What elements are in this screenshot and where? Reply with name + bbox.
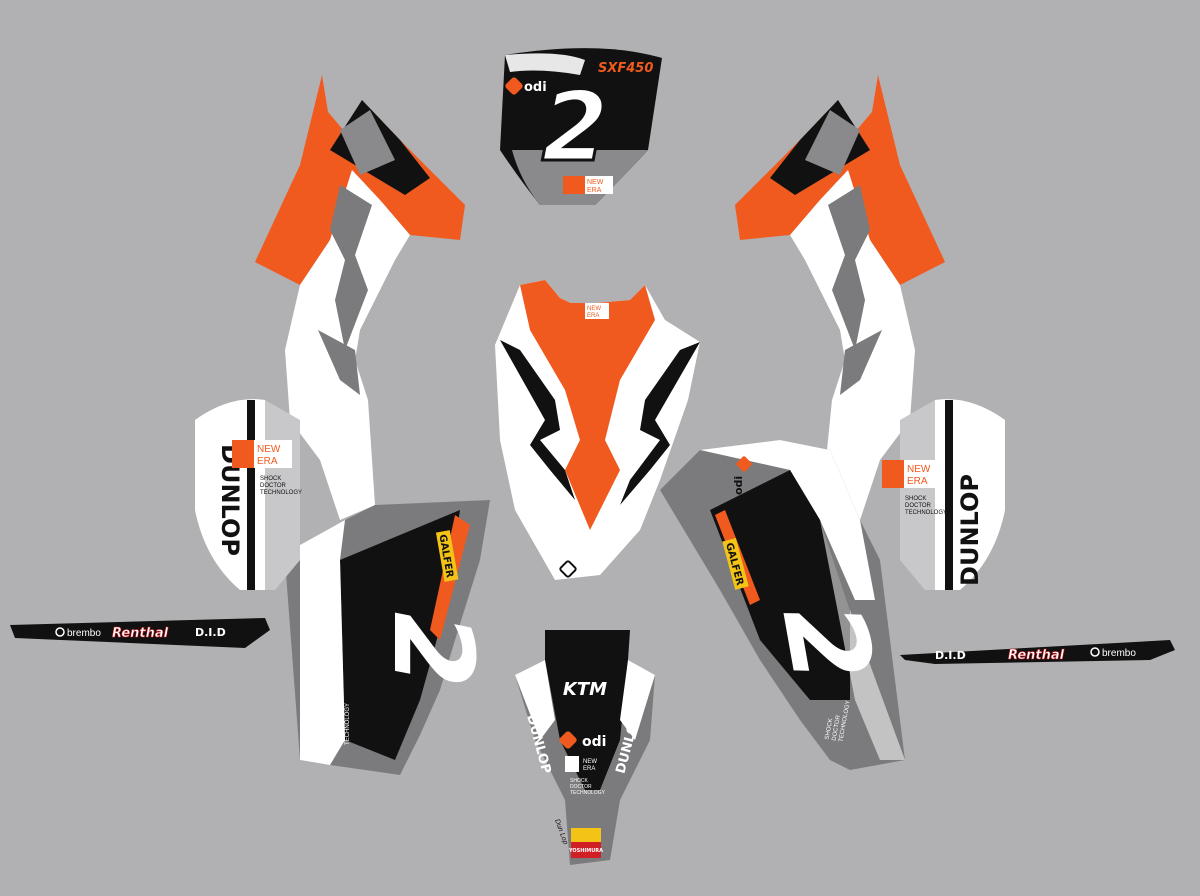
plate-era-label: ERA bbox=[587, 187, 602, 194]
fender-new-label: NEW bbox=[587, 306, 601, 312]
right-odi-label: odi bbox=[732, 476, 745, 495]
plate-odi-label: odi bbox=[524, 80, 547, 95]
left-shroud: 2 GALFER SHOCK DOCTOR TECHNOLOGY bbox=[255, 75, 497, 775]
rear-fender: KTM DUNLOP DUNLOP odi NEW ERA SHOCK DOCT… bbox=[515, 630, 655, 865]
right-fork-shock-doctor-logo: SHOCK DOCTOR TECHNOLOGY bbox=[905, 496, 947, 516]
left-shock-label: SHOCK bbox=[331, 724, 337, 745]
right-did-label: D.I.D bbox=[935, 649, 966, 662]
right-fork-shock-label: SHOCK bbox=[905, 496, 926, 502]
rear-doctor-label: DOCTOR bbox=[570, 784, 592, 790]
plate-number: 2 bbox=[542, 71, 609, 183]
left-fork-new-era-logo: NEW ERA bbox=[232, 440, 292, 468]
plate-odi-logo: odi bbox=[505, 77, 547, 95]
right-fork-new-label: NEW bbox=[907, 464, 931, 475]
right-swingarm-decal: D.I.D Renthal brembo bbox=[900, 640, 1175, 664]
left-did-label: D.I.D bbox=[195, 626, 226, 639]
right-shock-label: SHOCK bbox=[825, 718, 835, 740]
left-doctor-label: DOCTOR bbox=[338, 718, 344, 745]
plate-new-label: NEW bbox=[587, 179, 604, 186]
right-renthal-label: Renthal bbox=[1008, 648, 1065, 663]
left-fork-shock-label: SHOCK bbox=[260, 476, 281, 482]
plate-new-era-logo: NEW ERA bbox=[563, 176, 613, 194]
fender-odi-logo bbox=[559, 560, 577, 578]
right-odi-logo: odi bbox=[732, 456, 752, 495]
right-fork-new-era-logo: NEW ERA bbox=[882, 460, 942, 488]
left-renthal-label: Renthal bbox=[112, 626, 169, 641]
rear-technology-label: TECHNOLOGY bbox=[570, 790, 606, 796]
right-shroud: 2 GALFER odi SHOCK DOCTOR TECHNOLOGY bbox=[660, 75, 945, 770]
right-brembo-label: brembo bbox=[1102, 648, 1136, 659]
right-doctor-label: DOCTOR bbox=[832, 714, 843, 741]
left-side-number: 2 bbox=[369, 612, 497, 689]
left-fork-doctor-label: DOCTOR bbox=[260, 483, 287, 489]
right-fork-guard: DUNLOP NEW ERA SHOCK DOCTOR TECHNOLOGY bbox=[882, 399, 1005, 590]
number-plate: SXF450 odi 2 NEW ERA bbox=[500, 48, 662, 205]
rear-era-label: ERA bbox=[583, 766, 595, 772]
left-shock-doctor-logo: SHOCK DOCTOR TECHNOLOGY bbox=[331, 703, 351, 745]
left-brembo-label: brembo bbox=[67, 628, 101, 639]
left-swingarm-decal: brembo Renthal D.I.D bbox=[10, 618, 270, 648]
right-fork-era-label: ERA bbox=[907, 476, 928, 487]
left-fork-new-label: NEW bbox=[257, 444, 281, 455]
rear-new-era-logo: NEW ERA bbox=[565, 756, 597, 772]
left-fork-guard: DUNLOP NEW ERA SHOCK DOCTOR TECHNOLOGY bbox=[195, 399, 302, 590]
rear-yoshimura-label: YOSHIMURA bbox=[568, 848, 603, 854]
left-technology-label: TECHNOLOGY bbox=[345, 703, 351, 745]
rear-ktm-label: KTM bbox=[563, 679, 607, 700]
right-fork-technology-label: TECHNOLOGY bbox=[905, 510, 947, 516]
left-fork-technology-label: TECHNOLOGY bbox=[260, 490, 302, 496]
front-fender: NEW ERA bbox=[495, 280, 700, 580]
rear-odi-logo: odi bbox=[559, 731, 606, 750]
right-fork-doctor-label: DOCTOR bbox=[905, 503, 932, 509]
left-fork-era-label: ERA bbox=[257, 456, 278, 467]
rear-shock-doctor-logo: SHOCK DOCTOR TECHNOLOGY bbox=[570, 778, 606, 796]
rear-dunlop-small-label: Dun Lop bbox=[553, 818, 569, 845]
right-dunlop-label: DUNLOP bbox=[956, 474, 984, 586]
rear-yoshimura-logo: YOSHIMURA bbox=[568, 828, 603, 858]
plate-model-label: SXF450 bbox=[598, 61, 653, 76]
fender-era-label: ERA bbox=[587, 313, 599, 319]
left-fork-shock-doctor-logo: SHOCK DOCTOR TECHNOLOGY bbox=[260, 476, 302, 496]
rear-odi-label: odi bbox=[582, 734, 606, 750]
rear-new-label: NEW bbox=[583, 759, 597, 765]
rear-shock-label: SHOCK bbox=[570, 778, 588, 784]
fender-new-era-logo: NEW ERA bbox=[567, 303, 609, 319]
